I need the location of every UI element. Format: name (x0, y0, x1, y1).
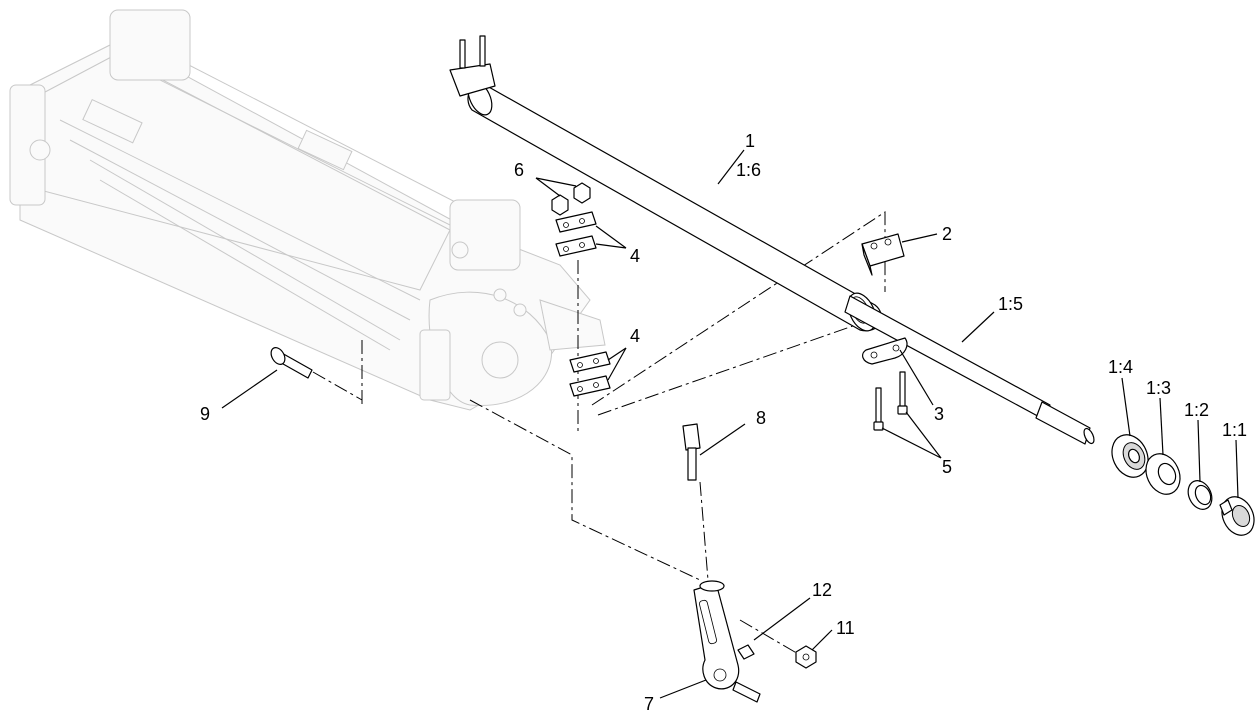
callout-2: 2 (942, 224, 952, 244)
part-3-clamp (862, 337, 908, 365)
callout-1-6: 1:6 (736, 160, 761, 180)
callout-9: 9 (200, 404, 210, 424)
part-8-bolt (682, 423, 701, 481)
part-5-screws (873, 371, 908, 431)
callout-4-lower: 4 (630, 326, 640, 346)
callout-12: 12 (812, 580, 832, 600)
bearing-1-4 (1111, 434, 1149, 478)
part-4-plates (555, 211, 611, 397)
callout-1-5: 1:5 (998, 294, 1023, 314)
callout-labels: 1 1:6 2 6 4 4 1:5 3 5 9 8 12 11 7 1:4 1:… (200, 131, 1247, 714)
callout-8: 8 (756, 408, 766, 428)
leader-lines (221, 149, 1239, 699)
callout-3: 3 (934, 404, 944, 424)
callout-6: 6 (514, 160, 524, 180)
callout-1: 1 (745, 131, 755, 151)
cap-1-1 (1219, 496, 1255, 536)
shaft-end-clamp (449, 35, 496, 97)
callout-1-4: 1:4 (1108, 357, 1133, 377)
callout-1-2: 1:2 (1184, 400, 1209, 420)
cutting-unit-frame (9, 9, 606, 411)
part-12-fitting (737, 644, 755, 660)
callout-1-1: 1:1 (1222, 420, 1247, 440)
part-9-pin (270, 347, 313, 379)
seal-1-3 (1145, 453, 1181, 495)
callout-1-3: 1:3 (1146, 378, 1171, 398)
callout-5: 5 (942, 457, 952, 477)
callout-7: 7 (644, 694, 654, 714)
part-7-arm (693, 580, 761, 703)
callout-4-upper: 4 (630, 246, 640, 266)
roller-shaft (844, 295, 1095, 445)
part-11-nut (795, 645, 817, 669)
ring-1-2 (1187, 480, 1213, 510)
part-6-nuts (551, 182, 591, 216)
callout-11: 11 (836, 618, 855, 638)
part-2-bracket (861, 233, 905, 276)
